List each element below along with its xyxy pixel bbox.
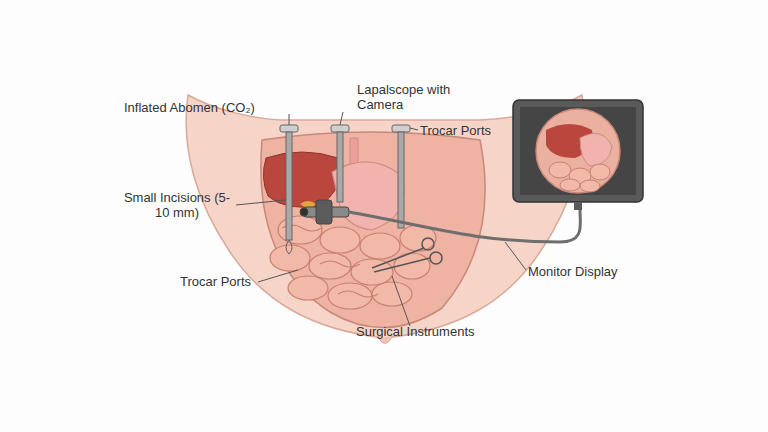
abdominal-cavity bbox=[261, 132, 485, 328]
leader-lines bbox=[236, 112, 526, 326]
part-label: Trocar Ports bbox=[180, 274, 280, 289]
monitor bbox=[513, 100, 643, 210]
part-label: Small Incisions (5-10 mm) bbox=[118, 190, 236, 220]
surgical-instrument bbox=[372, 238, 442, 272]
part-label: Lapalscope with Camera bbox=[357, 82, 469, 112]
part-label: Monitor Display bbox=[528, 264, 648, 279]
part-label: Inflated Abomen (CO₂) bbox=[124, 100, 294, 115]
intestines bbox=[270, 216, 436, 309]
camera-cable bbox=[349, 210, 580, 242]
trocar-ports bbox=[280, 125, 410, 254]
part-label: Trocar Ports bbox=[420, 123, 520, 138]
liver bbox=[263, 152, 339, 207]
part-label: Surgical Instruments bbox=[356, 324, 506, 339]
laparoscope bbox=[300, 200, 349, 224]
